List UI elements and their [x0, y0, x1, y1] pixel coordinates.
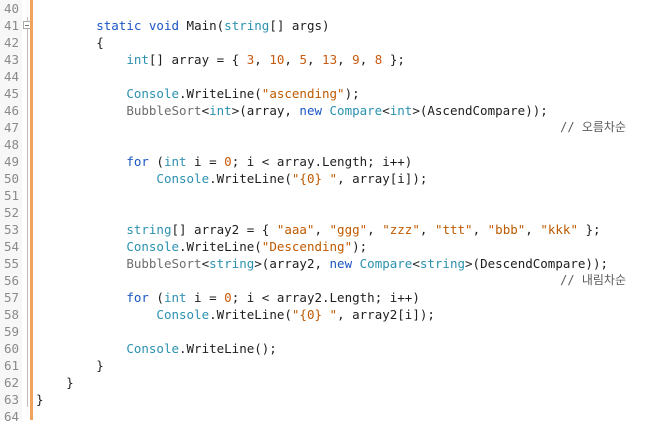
line-number: 51	[3, 188, 19, 203]
code-line[interactable]: BubbleSort<int>(array, new Compare<int>(…	[126, 103, 548, 118]
change-indicator-bar	[30, 0, 33, 420]
line-number: 41	[3, 18, 19, 33]
line-number: 62	[3, 375, 19, 390]
code-line[interactable]: for (int i = 0; i < array.Length; i++)	[126, 154, 413, 169]
line-number: 54	[3, 239, 19, 254]
line-number: 60	[3, 341, 19, 356]
line-number: 49	[3, 154, 19, 169]
code-line[interactable]	[36, 68, 650, 85]
line-number: 61	[3, 358, 19, 373]
line-number: 57	[3, 290, 19, 305]
line-number: 48	[3, 137, 19, 152]
code-line[interactable]	[36, 119, 650, 136]
line-number: 58	[3, 307, 19, 322]
code-line[interactable]: Console.WriteLine();	[126, 341, 277, 356]
code-line[interactable]	[36, 323, 650, 340]
code-line[interactable]: int[] array = { 3, 10, 5, 13, 9, 8 };	[126, 52, 405, 67]
line-number: 52	[3, 205, 19, 220]
line-number: 55	[3, 256, 19, 271]
code-line[interactable]: {	[36, 35, 104, 50]
code-line[interactable]	[36, 187, 650, 204]
line-number: 46	[3, 103, 19, 118]
code-line[interactable]: }	[36, 358, 104, 373]
line-number: 53	[3, 222, 19, 237]
line-number: 59	[3, 324, 19, 339]
code-line[interactable]: Console.WriteLine("Descending");	[126, 239, 368, 254]
line-number: 43	[3, 52, 19, 67]
code-line[interactable]: string[] array2 = { "aaa", "ggg", "zzz",…	[126, 222, 601, 237]
line-number: 63	[3, 392, 19, 407]
line-number: 45	[3, 86, 19, 101]
line-number: 47	[3, 120, 19, 135]
code-line[interactable]	[36, 0, 650, 17]
line-number: 64	[3, 409, 19, 424]
line-number: 40	[3, 1, 19, 16]
code-line[interactable]: for (int i = 0; i < array2.Length; i++)	[126, 290, 420, 305]
fold-guide-line	[27, 17, 28, 407]
code-line[interactable]	[36, 272, 650, 289]
code-line[interactable]	[36, 408, 650, 425]
line-number: 44	[3, 69, 19, 84]
comment-ascending: // 오름차순	[560, 120, 626, 134]
code-line[interactable]: BubbleSort<string>(array2, new Compare<s…	[126, 256, 609, 271]
code-line[interactable]: Console.WriteLine("{0} ", array[i]);	[156, 171, 428, 186]
line-number: 56	[3, 273, 19, 288]
code-line[interactable]	[36, 204, 650, 221]
line-number: 42	[3, 35, 19, 50]
code-line[interactable]: }	[36, 392, 44, 407]
code-line[interactable]	[36, 136, 650, 153]
code-line[interactable]: Console.WriteLine("ascending");	[126, 86, 360, 101]
line-number: 50	[3, 171, 19, 186]
comment-descending: // 내림차순	[560, 273, 626, 287]
code-line[interactable]: }	[36, 375, 74, 390]
code-line[interactable]: Console.WriteLine("{0} ", array2[i]);	[156, 307, 435, 322]
line-number-gutter: 40 41 42 43 44 45 46 47 48 49 50 51 52 53 54 55 56 57 58 59…	[0, 0, 22, 424]
code-line[interactable]: static void Main(string[] args)	[96, 18, 330, 33]
